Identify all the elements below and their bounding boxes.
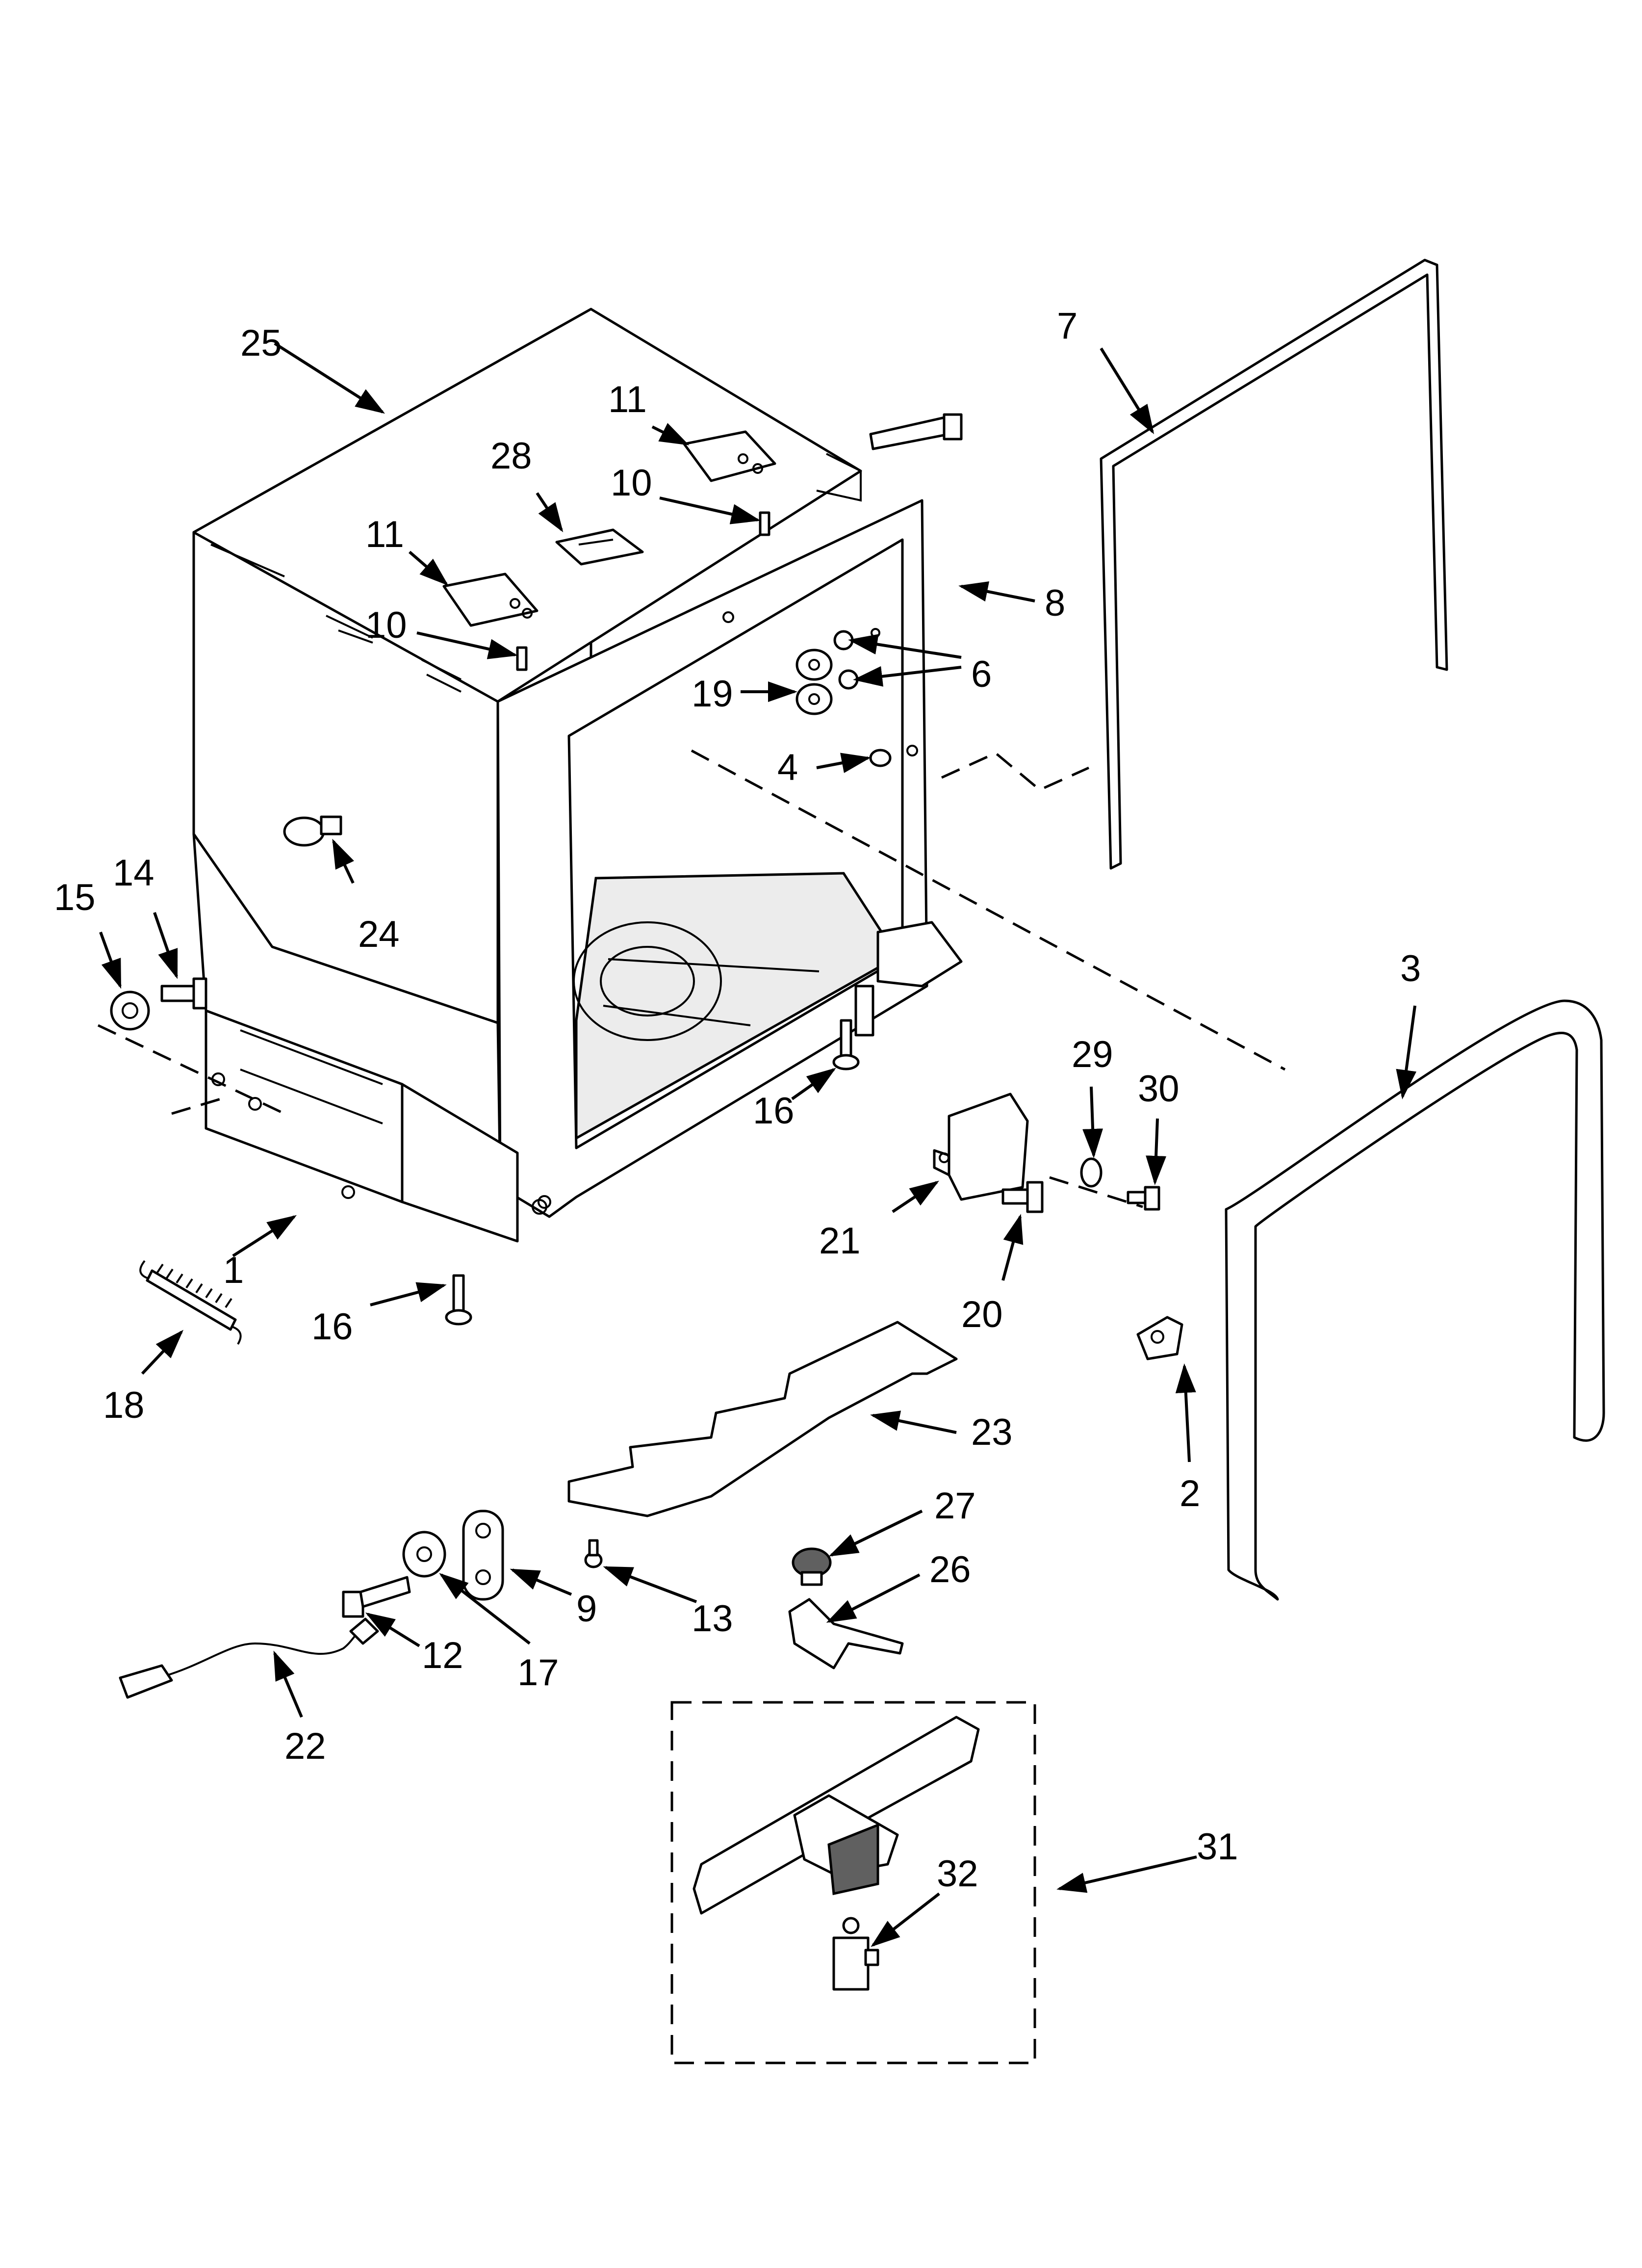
callout-13: 13 (692, 1598, 733, 1640)
callout-21: 21 (819, 1220, 861, 1262)
callout-4: 4 (777, 747, 798, 788)
sensor-32 (832, 1917, 879, 1991)
link-9 (462, 1510, 504, 1601)
callout-26: 26 (929, 1549, 971, 1590)
callout-labels: 25 7 11 28 10 11 10 8 6 19 4 24 15 14 3 … (54, 305, 1421, 1895)
leg-16-upper (832, 1019, 860, 1070)
screw-8 (869, 413, 963, 450)
screw-20 (1001, 1181, 1044, 1213)
callout-11-upper: 11 (608, 379, 647, 420)
plug-4 (869, 749, 892, 767)
clamp-2 (1136, 1316, 1183, 1360)
callout-23: 23 (971, 1411, 1013, 1453)
alignment-lines (97, 749, 1286, 2064)
screw-12 (342, 1576, 411, 1618)
callout-17: 17 (517, 1652, 559, 1694)
callout-28: 28 (490, 435, 532, 477)
door-seal-upper (1100, 259, 1448, 870)
callout-1: 1 (223, 1250, 244, 1291)
thermostat-27 (792, 1547, 832, 1586)
callout-32: 32 (937, 1853, 978, 1895)
washer-29 (1080, 1157, 1103, 1188)
roller-19 (795, 649, 833, 715)
hinge-bracket-left (442, 573, 539, 627)
callout-19: 19 (692, 673, 733, 715)
screw-10-upper (759, 511, 770, 536)
bottom-seal (1225, 999, 1605, 1601)
callout-9: 9 (576, 1588, 597, 1630)
pulley-17 (402, 1531, 446, 1578)
callout-14: 14 (113, 852, 154, 894)
spring-18 (139, 1260, 242, 1345)
callout-29: 29 (1072, 1034, 1113, 1075)
screw-10-left (516, 646, 528, 671)
callout-31: 31 (1197, 1826, 1238, 1868)
screw-14 (160, 977, 207, 1010)
callout-22: 22 (284, 1725, 326, 1767)
callout-11-left: 11 (365, 514, 404, 555)
callout-12: 12 (422, 1635, 463, 1676)
callout-16-upper: 16 (753, 1090, 795, 1132)
callout-10-upper: 10 (611, 462, 652, 504)
callout-10-left: 10 (365, 604, 407, 646)
callout-25: 25 (240, 322, 282, 364)
callout-3: 3 (1400, 948, 1421, 990)
callout-16-lower: 16 (311, 1306, 353, 1348)
bracket-21 (933, 1093, 1029, 1201)
nut-15 (110, 991, 150, 1031)
screw-30 (1127, 1186, 1160, 1211)
clip-28 (555, 528, 644, 566)
callout-20: 20 (961, 1294, 1003, 1335)
tub (192, 308, 963, 1243)
plate-23 (567, 1321, 958, 1517)
callout-30: 30 (1138, 1068, 1180, 1110)
callout-2: 2 (1180, 1473, 1200, 1514)
callout-24: 24 (358, 913, 400, 955)
callout-7: 7 (1057, 305, 1078, 347)
callout-27: 27 (934, 1485, 976, 1527)
callout-8: 8 (1045, 582, 1065, 624)
callout-15: 15 (54, 877, 96, 918)
hinge-bracket-upper (683, 430, 776, 482)
assembly-31 (693, 1716, 980, 1915)
callout-18: 18 (103, 1384, 145, 1426)
leg-16-lower (445, 1274, 472, 1326)
cable-22 (119, 1617, 379, 1699)
screw-13 (584, 1539, 603, 1568)
plug-24 (283, 815, 342, 847)
bracket-26 (788, 1598, 904, 1669)
leader-arrows (99, 342, 1417, 1947)
callout-6: 6 (971, 653, 992, 695)
